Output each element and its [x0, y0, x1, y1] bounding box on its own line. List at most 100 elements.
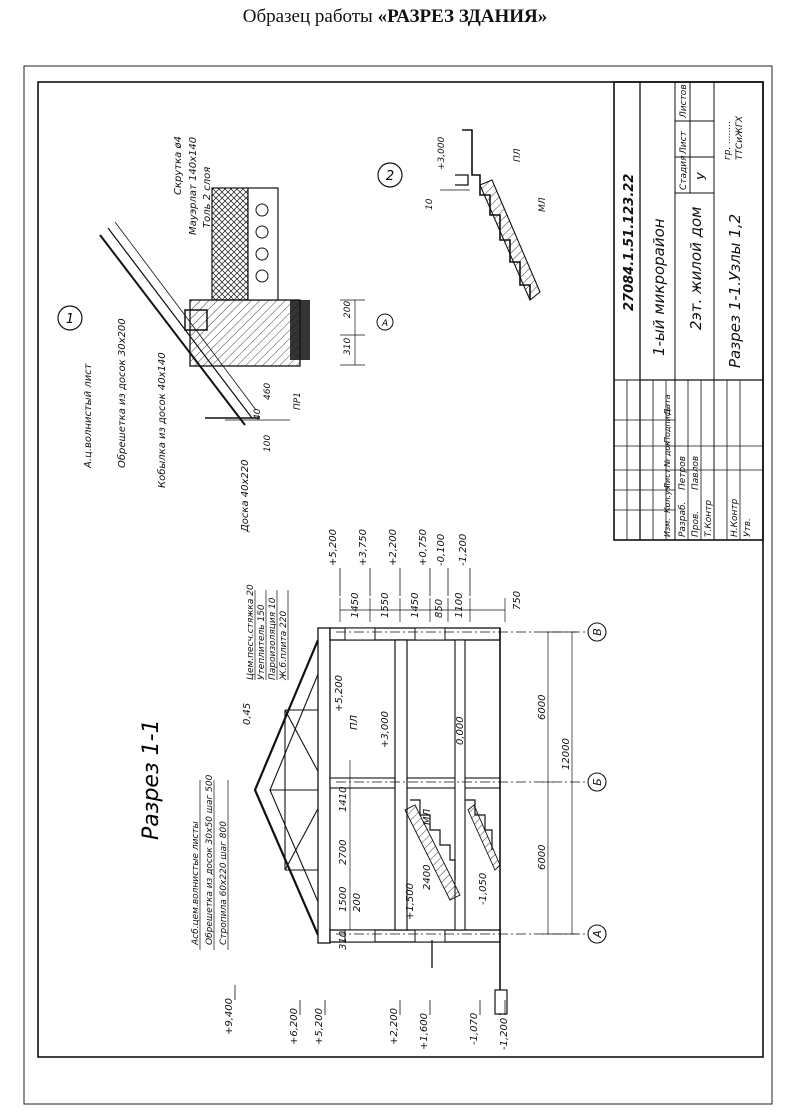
roof-layer-0: Асб.цем.волнистые листы [191, 821, 201, 946]
top-level-4: -0,100 [436, 534, 447, 566]
node-1-mauerlat [184, 309, 208, 331]
title-code: 27084.1.51.123.22 [622, 174, 637, 311]
title-sheet: Разрез 1-1.Узлы 1,2 [726, 214, 744, 368]
node-1-marker [57, 305, 83, 331]
node-1-label-1: Мауэрлат 140х140 [188, 137, 199, 235]
bdim-0: 310 [338, 931, 349, 950]
vdim-5: 750 [512, 591, 523, 610]
roof-outline [253, 639, 320, 936]
node-1-dim-3: 40 [253, 408, 263, 420]
role-1: Пров. [691, 511, 701, 537]
col-header-5: Дата [663, 394, 672, 416]
node-2-label-1: МЛ [538, 197, 548, 212]
role-2: Т.Контр [704, 500, 714, 537]
stair-upper [410, 799, 456, 880]
node-1-axis-mark: А [381, 319, 388, 329]
page-title: Образец работы «РАЗРЕЗ ЗДАНИЯ» [0, 6, 790, 28]
title-object: 2эт. жилой дом [687, 207, 705, 330]
group-label: гр. ........ [723, 121, 733, 160]
top-level-1: +3,750 [358, 529, 369, 566]
floor-slab-1 [454, 639, 466, 931]
col-header-4: Подпись [663, 407, 672, 443]
node-1-dim-0: 200 [343, 301, 353, 318]
span-dim-1: 6000 [537, 695, 548, 720]
bdim-2: 200 [352, 893, 363, 912]
col-header-0: Изм. [663, 518, 672, 537]
node-1-slab [247, 187, 279, 301]
stage-header-2: Листов [679, 84, 689, 119]
total-dim: 12000 [561, 738, 572, 770]
left-level-2: +5,200 [314, 1008, 325, 1045]
stage-value: У [695, 172, 709, 180]
top-level-0: +5,200 [328, 529, 339, 566]
page-title-prefix: Образец работы [242, 6, 378, 27]
col-header-1: Кол.уч [663, 485, 672, 513]
title-block: 27084.1.51.123.22 1-ый микрорайон 2эт. ж… [613, 81, 764, 541]
top-level-2: +2,200 [388, 529, 399, 566]
inner-level-2: 0,000 [455, 716, 466, 745]
left-level-3: +2,200 [389, 1008, 400, 1045]
role-4: Н.Контр [730, 498, 740, 537]
bdim-1: 1500 [338, 887, 349, 912]
left-level-5: -1,070 [469, 1013, 480, 1045]
bdim-4: 1410 [338, 787, 349, 812]
node-1-insulation [211, 187, 249, 301]
name-0: Петров [678, 456, 688, 490]
node-1-label-4: Обрешетка из досок 30х200 [116, 318, 128, 468]
node-1-label-3: А.ц.волнистый лист [83, 362, 94, 469]
inner-level-1: +3,000 [380, 711, 391, 748]
node-2-marker [377, 162, 403, 188]
vdim-4: 1100 [454, 593, 465, 618]
inner-frame [37, 81, 764, 1058]
outer-frame [23, 65, 773, 1105]
section-title: Разрез 1-1 [139, 719, 164, 840]
page-title-main: «РАЗРЕЗ ЗДАНИЯ» [377, 6, 548, 27]
role-5: Утв. [743, 518, 753, 537]
bdim-3: 2700 [338, 840, 349, 865]
stage-header-1: Лист [679, 130, 689, 155]
axis-b: Б [591, 778, 604, 786]
node-2-label-0: ПЛ [513, 148, 523, 162]
col-header-2: Лист [663, 468, 672, 490]
name-1: Павлов [691, 456, 701, 490]
span-dim-2: 6000 [537, 845, 548, 870]
node-2-number: 2 [386, 169, 394, 184]
floor-layer-0: Цем.песч.стяжка 20 [246, 584, 256, 680]
roof-layer-2: Стропила 60х220 шаг 800 [219, 821, 229, 945]
axis-a: А [591, 930, 604, 939]
inner-level-3: +1,500 [405, 883, 416, 920]
node-1-dim-4: 460 [263, 383, 273, 400]
top-level-5: -1,200 [458, 534, 469, 566]
bdim-5: 2400 [422, 865, 433, 890]
node-2-level: +3,000 [437, 136, 447, 170]
attic-slab [317, 627, 331, 944]
roof-layer-1: Обрешетка из досок 30х50 шаг 500 [205, 774, 215, 945]
node-1-label-5: Кобылка из досок 40х140 [156, 352, 168, 488]
left-level-1: +6,200 [289, 1008, 300, 1045]
node-1-number: 1 [66, 312, 74, 327]
node-1-mark-pr1: ПР1 [293, 392, 303, 410]
vdim-3: 850 [434, 599, 445, 618]
node-1-dim-2: 100 [263, 435, 273, 452]
vdim-2: 1450 [410, 593, 421, 618]
col-header-3: № док [663, 441, 672, 468]
left-level-4: +1,600 [419, 1013, 430, 1050]
inner-level-0: +5,200 [334, 675, 345, 712]
inner-level-4: -1,050 [478, 873, 489, 905]
inner-level-5: 0,45 [242, 703, 253, 725]
stage-header-0: Стадия [679, 155, 689, 190]
top-level-3: +0,750 [418, 529, 429, 566]
node-1: 1 А 200 310 100 40 [57, 136, 394, 533]
wall-axis-b [329, 777, 501, 789]
floor-slab-2 [394, 639, 408, 931]
role-0: Разраб. [678, 502, 688, 537]
node-1-dim-1: 310 [343, 338, 353, 355]
floor-layer-1: Утеплитель 150 [257, 604, 267, 680]
title-project: 1-ый микрорайон [650, 218, 668, 356]
node-1-label-0: Скрутка ø4 [173, 136, 184, 195]
stair-lower [465, 799, 493, 850]
vdim-1: 1550 [380, 593, 391, 618]
section-1-1: Разрез 1-1 [139, 529, 607, 1050]
left-level-0: +9,400 [224, 998, 235, 1035]
